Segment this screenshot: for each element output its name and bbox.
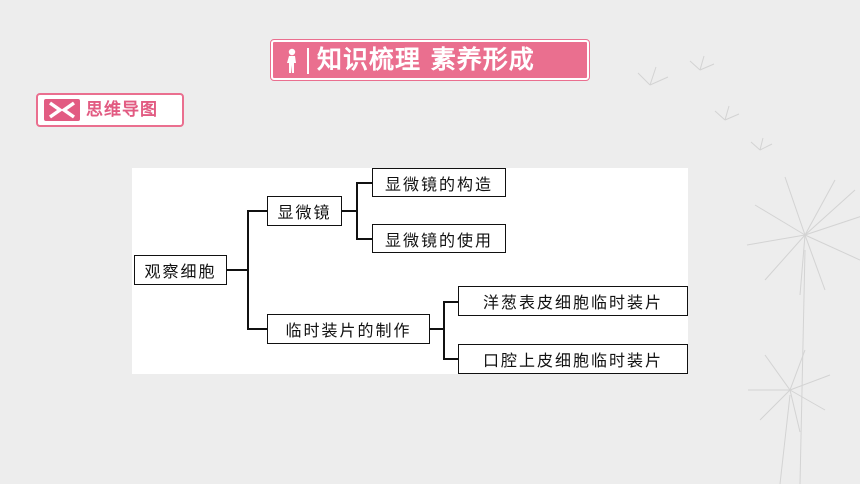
branch-node-slide-making: 临时装片的制作 xyxy=(267,314,430,344)
connector xyxy=(247,328,267,330)
root-node: 观察细胞 xyxy=(134,255,227,285)
connector xyxy=(443,301,458,303)
branch-node-microscope: 显微镜 xyxy=(267,196,342,226)
connector xyxy=(247,210,267,212)
leaf-node-microscope-usage: 显微镜的使用 xyxy=(372,224,506,253)
connector xyxy=(356,182,372,184)
section-label: 思维导图 xyxy=(36,93,184,127)
connector xyxy=(443,301,445,359)
title-separator xyxy=(307,48,309,74)
leaf-node-onion-slide: 洋葱表皮细胞临时装片 xyxy=(458,286,688,316)
connector xyxy=(342,210,356,212)
connector xyxy=(247,210,249,328)
page-title: 知识梳理 素养形成 xyxy=(317,45,535,74)
connector xyxy=(430,328,443,330)
leaf-node-cheek-slide: 口腔上皮细胞临时装片 xyxy=(458,344,688,374)
connector xyxy=(356,182,358,238)
connector xyxy=(443,358,458,360)
title-banner: 知识梳理 素养形成 xyxy=(270,39,590,81)
leaf-node-microscope-structure: 显微镜的构造 xyxy=(372,168,506,197)
crossed-arrows-icon xyxy=(44,99,80,121)
person-icon xyxy=(287,48,296,73)
section-label-text: 思维导图 xyxy=(86,100,158,120)
connector xyxy=(356,238,372,240)
mindmap-panel: 观察细胞 显微镜 临时装片的制作 显微镜的构造 显微镜的使用 洋葱表皮细胞临时装… xyxy=(132,168,688,374)
connector xyxy=(227,269,247,271)
